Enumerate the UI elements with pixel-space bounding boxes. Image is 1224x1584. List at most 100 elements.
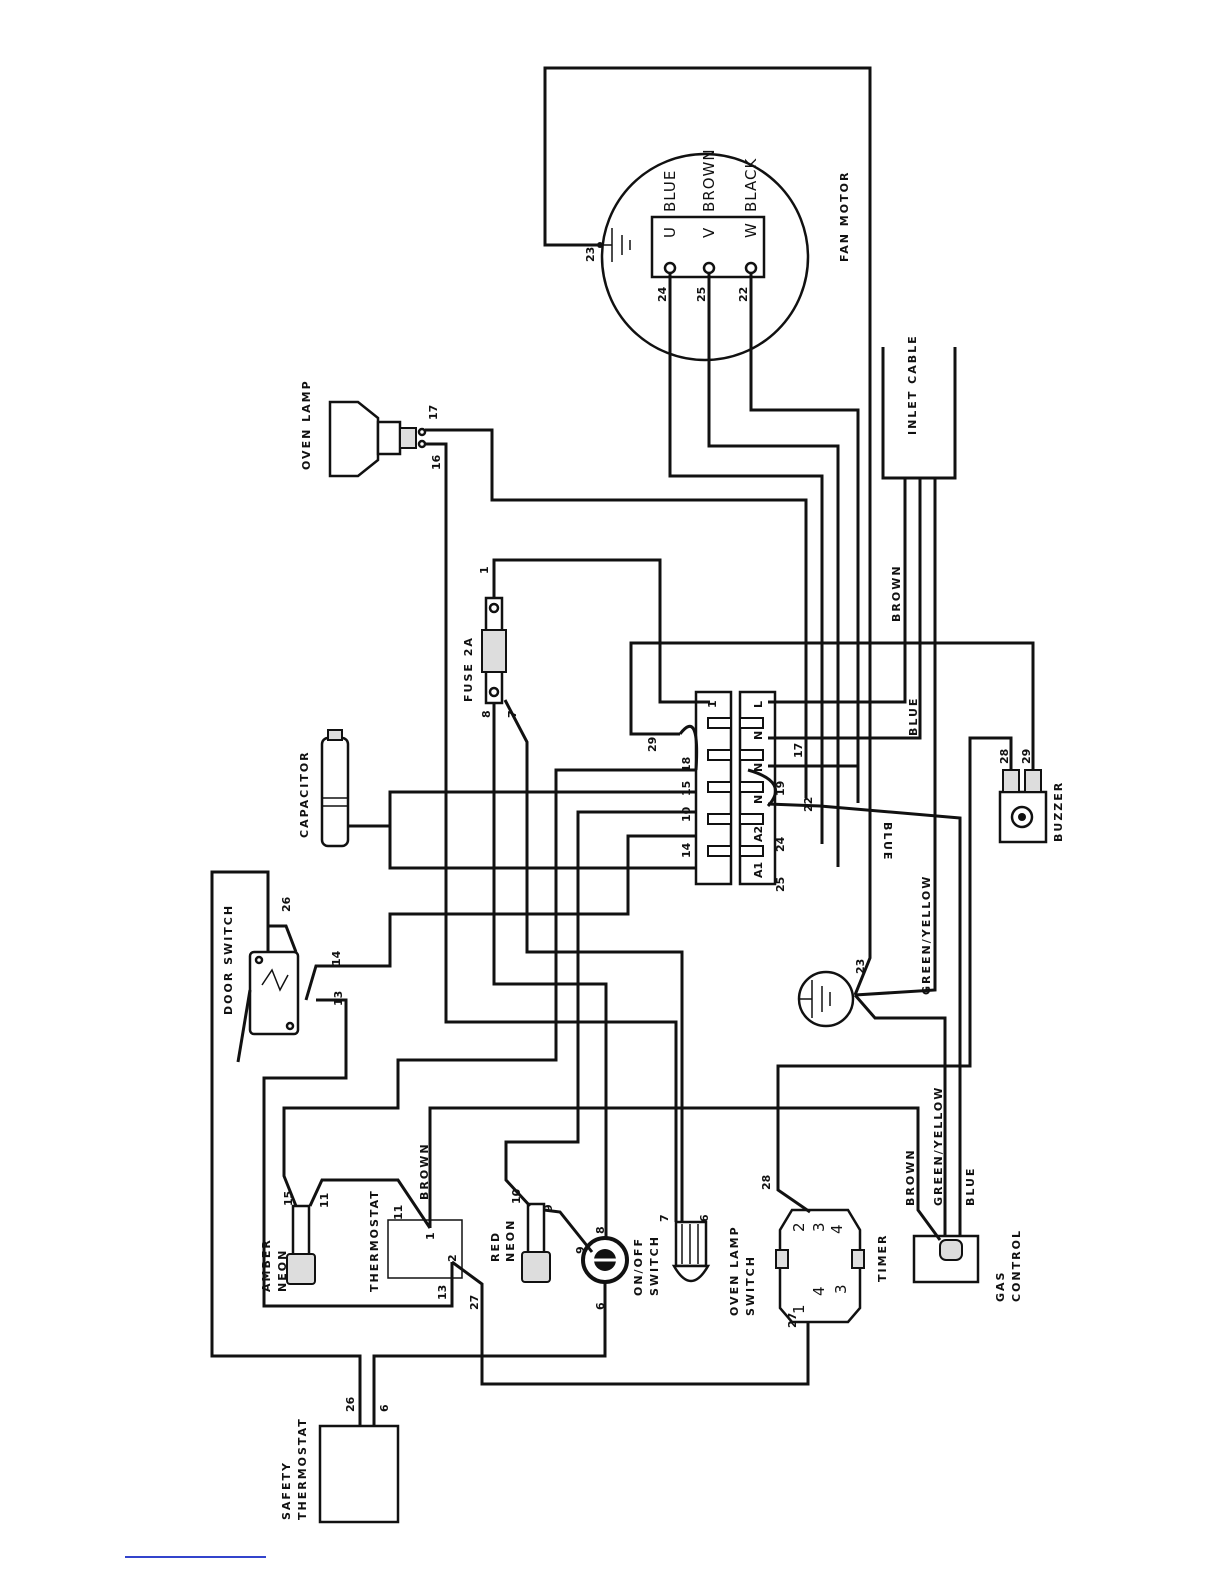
num-10-red: 10 xyxy=(510,1188,523,1204)
wire-blue-inlet xyxy=(768,478,922,740)
terminal-w-label: W xyxy=(742,222,760,238)
wire-10 xyxy=(504,810,696,1208)
wire-27 xyxy=(451,1260,810,1386)
inlet-cable: INLET CABLE xyxy=(881,334,957,480)
wire-9 xyxy=(543,1208,594,1253)
door-switch: DOOR SWITCH xyxy=(222,904,300,1063)
red-neon-label-2: NEON xyxy=(504,1219,517,1262)
buzzer-label: BUZZER xyxy=(1052,781,1065,842)
buzzer-center xyxy=(1018,813,1026,821)
num-24-motor: 24 xyxy=(656,286,669,302)
on-off-switch: ON/OFF SWITCH xyxy=(581,1235,661,1296)
num-10-tb: 10 xyxy=(680,806,693,822)
oven-lamp-pin xyxy=(417,427,427,437)
num-26-safety: 26 xyxy=(344,1396,357,1412)
tb-right-a1: A1 xyxy=(752,862,765,878)
safety-thermostat-body xyxy=(318,1424,400,1524)
capacitor-cap xyxy=(327,729,343,741)
num-29-buzzer: 29 xyxy=(1020,749,1033,764)
tb-right-a2: A2 xyxy=(752,826,765,842)
capacitor-body xyxy=(320,736,350,848)
footer-rule xyxy=(125,1556,266,1558)
oven-lamp-socket xyxy=(399,427,417,449)
amber-neon-body xyxy=(291,1204,311,1258)
red-neon: RED NEON xyxy=(489,1202,551,1283)
capacitor: CAPACITOR xyxy=(298,729,350,848)
red-neon-label-1: RED xyxy=(489,1231,502,1262)
num-22-tb: 22 xyxy=(802,797,815,812)
timer-tab xyxy=(851,1249,865,1269)
num-17-tb: 17 xyxy=(792,743,805,758)
on-off-switch-label-2: SWITCH xyxy=(648,1235,661,1296)
wire-6 xyxy=(372,1282,607,1426)
terminal-u-label: U xyxy=(661,226,679,238)
timer-pin-1: 1 xyxy=(790,1303,808,1314)
wire-29-loop xyxy=(678,724,699,771)
wires xyxy=(210,66,1035,1426)
timer-pin-4: 4 xyxy=(828,1223,846,1234)
earth-point xyxy=(797,970,855,1028)
num-25-tb: 25 xyxy=(774,877,787,892)
wire-23 xyxy=(543,66,872,996)
thermostat-label: THERMOSTAT xyxy=(368,1189,381,1292)
terminal-block: 1 L N N N A2 A1 xyxy=(694,690,777,886)
wire-16-lamp xyxy=(425,442,678,1222)
terminal-u-screw xyxy=(663,261,677,275)
wire-label-blue-inlet: BLUE xyxy=(907,697,920,736)
num-11-amber: 11 xyxy=(318,1193,331,1208)
wire-numbers: 23 24 25 22 17 16 1 8 7 29 18 15 10 14 1… xyxy=(280,247,1033,1412)
motor-wire-blue-label: BLUE xyxy=(661,170,679,212)
door-switch-screw xyxy=(254,955,264,965)
tb-right-l: L xyxy=(752,701,765,708)
oven-lamp-pin xyxy=(417,439,427,449)
wire-25-motor xyxy=(707,273,840,867)
wire-color-labels: BROWN BLUE BLUE GREEN/YELLOW BROWN BROWN… xyxy=(418,564,977,1206)
door-switch-body xyxy=(248,950,300,1036)
num-6-safety: 6 xyxy=(378,1404,391,1412)
wire-24-motor xyxy=(668,273,824,844)
oven-lamp-base xyxy=(376,420,402,456)
wire-capacitor-b xyxy=(388,826,696,870)
wire-gy-inlet xyxy=(854,478,937,997)
terminal-block-notches xyxy=(707,717,764,857)
gas-control-connector xyxy=(939,1239,963,1261)
fuse-element xyxy=(481,629,507,673)
wire-label-brown-gas: BROWN xyxy=(904,1148,917,1206)
wire-26-door xyxy=(266,924,298,953)
amber-neon: AMBER NEON xyxy=(260,1204,316,1292)
num-15-amber: 15 xyxy=(282,1191,295,1206)
oven-lamp-switch-label-2: SWITCH xyxy=(744,1255,757,1316)
num-9-red: 9 xyxy=(542,1204,555,1212)
wire-26 xyxy=(210,870,362,1426)
oven-lamp-shade xyxy=(328,400,380,478)
timer-label: TIMER xyxy=(876,1233,889,1282)
fuse-cap xyxy=(488,602,500,614)
terminal-v-screw xyxy=(702,261,716,275)
gas-control-label-2: CONTROL xyxy=(1010,1229,1023,1302)
safety-thermostat-label-2: THERMOSTAT xyxy=(296,1417,309,1520)
num-6-lampswitch: 6 xyxy=(698,1214,711,1222)
timer-pin-3b: 3 xyxy=(832,1283,850,1294)
wire-14 xyxy=(304,834,696,1001)
num-8-switch: 8 xyxy=(594,1226,607,1234)
door-switch-screw xyxy=(285,1021,295,1031)
fuse-2a: FUSE 2A xyxy=(462,596,507,705)
thermostat-pin-1: 1 xyxy=(424,1232,437,1240)
num-29-tb: 29 xyxy=(646,737,659,752)
wire-29-buzzer xyxy=(629,641,1035,770)
timer: 2 3 4 4 3 1 TIMER xyxy=(775,1208,889,1324)
wire-7-fuse xyxy=(503,699,684,1222)
timer-pin-3: 3 xyxy=(810,1221,828,1232)
wire-1-fuse xyxy=(492,558,710,704)
oven-lamp: OVEN LAMP xyxy=(300,379,427,478)
tb-right-n3: N xyxy=(752,795,765,804)
door-switch-contact xyxy=(261,968,289,992)
num-6-switch: 6 xyxy=(594,1302,607,1310)
terminal-w-screw xyxy=(744,261,758,275)
num-26-door: 26 xyxy=(280,896,293,912)
wire-label-brown-thermostat: BROWN xyxy=(418,1142,431,1200)
timer-pin-2: 2 xyxy=(790,1221,808,1232)
tb-right-n1: N xyxy=(752,731,765,740)
wire-8-fuse xyxy=(492,703,608,1238)
